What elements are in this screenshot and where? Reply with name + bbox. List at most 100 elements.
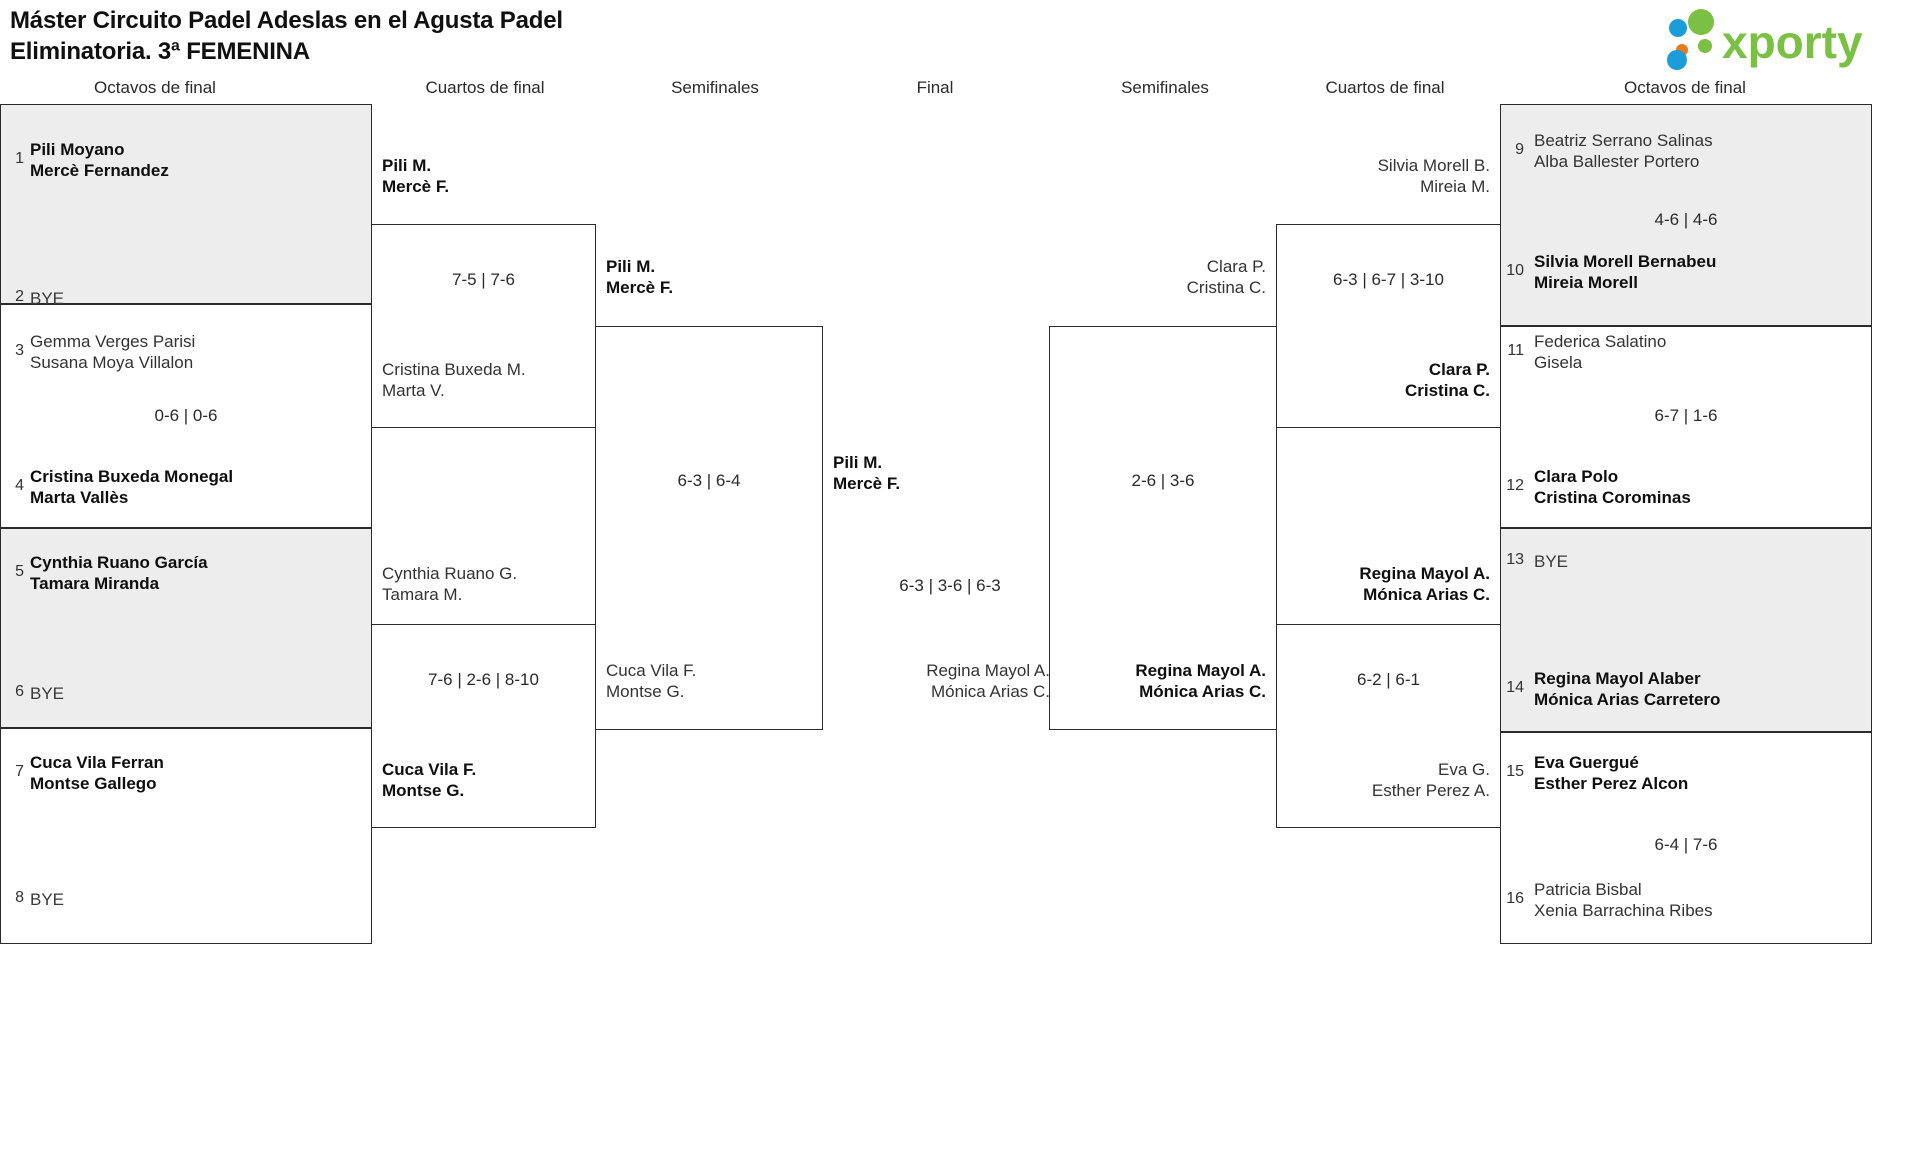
seed-number: 13 bbox=[1506, 551, 1524, 568]
player-1: BYE bbox=[30, 289, 65, 308]
round-header-0: Octavos de final bbox=[94, 78, 216, 97]
team-name: Regina Mayol A. Mónica Arias C. bbox=[1000, 660, 1266, 703]
player-1: Regina Mayol Alaber bbox=[1534, 669, 1701, 688]
player-2: Mónica Arias Carretero bbox=[1534, 690, 1721, 710]
player-2: Mireia Morell bbox=[1534, 273, 1638, 293]
round-header-2: Semifinales bbox=[671, 78, 759, 97]
player-1: Cynthia Ruano García bbox=[30, 553, 208, 572]
team-name: Regina Mayol A. Mónica Arias C. bbox=[1236, 563, 1490, 606]
xporty-logo: xporty bbox=[1656, 8, 1906, 70]
player-1: Eva Guergué bbox=[1534, 753, 1639, 772]
player-1: BYE bbox=[1534, 552, 1569, 571]
seed-number: 16 bbox=[1506, 890, 1524, 907]
team-name: Beatriz Serrano Salinas Alba Ballester P… bbox=[1534, 130, 1713, 173]
player-2: Mónica Arias C. bbox=[930, 682, 1050, 702]
seed-number: 2 bbox=[15, 288, 24, 305]
seed-number: 8 bbox=[15, 889, 24, 906]
match-box-right-1[interactable] bbox=[1500, 104, 1872, 326]
team-name: Silvia Morell Bernabeu Mireia Morell bbox=[1534, 251, 1716, 294]
player-2: Montse G. bbox=[382, 781, 465, 801]
player-2: Tamara Miranda bbox=[30, 574, 160, 594]
team-name: Cynthia Ruano García Tamara Miranda bbox=[30, 552, 208, 595]
player-1: Cuca Vila Ferran bbox=[30, 753, 164, 772]
player-2: Mercè F. bbox=[606, 278, 674, 298]
match-score: 6-7 | 1-6 bbox=[1654, 406, 1718, 425]
team-name: BYE bbox=[30, 288, 64, 309]
match-box-left-3[interactable] bbox=[0, 528, 372, 728]
match-box-left-1[interactable] bbox=[0, 104, 372, 304]
player-2: Tamara M. bbox=[382, 585, 463, 605]
player-2: Mercè F. bbox=[833, 474, 901, 494]
player-1: Pili M. bbox=[606, 257, 656, 276]
match-score: 6-3 | 6-4 bbox=[677, 471, 741, 490]
player-2: Xenia Barrachina Ribes bbox=[1534, 901, 1713, 921]
player-1: Eva G. bbox=[1438, 760, 1490, 779]
seed-number: 6 bbox=[15, 683, 24, 700]
player-1: Pili M. bbox=[833, 453, 883, 472]
player-1: Cynthia Ruano G. bbox=[382, 564, 518, 583]
player-1: Beatriz Serrano Salinas bbox=[1534, 131, 1713, 150]
team-name: Regina Mayol Alaber Mónica Arias Carrete… bbox=[1534, 668, 1720, 711]
player-1: Regina Mayol A. bbox=[1135, 661, 1266, 680]
match-box-right-2[interactable] bbox=[1500, 326, 1872, 528]
player-2: Susana Moya Villalon bbox=[30, 353, 194, 373]
match-score: 2-6 | 3-6 bbox=[1131, 471, 1195, 490]
seed-number: 12 bbox=[1506, 477, 1524, 494]
bracket-arm-right-sf bbox=[1049, 326, 1277, 730]
seed-number: 14 bbox=[1506, 679, 1524, 696]
match-box-right-4[interactable] bbox=[1500, 732, 1872, 944]
player-1: Patricia Bisbal bbox=[1534, 880, 1642, 899]
player-1: Clara P. bbox=[1428, 360, 1490, 379]
player-2: Esther Perez A. bbox=[1371, 781, 1490, 801]
seed-number: 10 bbox=[1506, 262, 1524, 279]
team-name-finalist-left: Pili M. Mercè F. bbox=[833, 452, 900, 495]
player-2: Mireia M. bbox=[1420, 177, 1490, 197]
team-name-finalist-right: Regina Mayol A. Mónica Arias C. bbox=[740, 660, 1050, 703]
seed-number: 3 bbox=[15, 342, 24, 359]
team-name: Pili Moyano Mercè Fernandez bbox=[30, 139, 169, 182]
match-score: 6-2 | 6-1 bbox=[1356, 670, 1420, 689]
team-name: Patricia Bisbal Xenia Barrachina Ribes bbox=[1534, 879, 1713, 922]
round-header-5: Cuartos de final bbox=[1325, 78, 1445, 97]
player-2: Marta V. bbox=[382, 381, 445, 401]
player-1: Pili Moyano bbox=[30, 140, 125, 159]
player-2: Cristina C. bbox=[1186, 278, 1266, 298]
player-2: Marta Vallès bbox=[30, 488, 129, 508]
match-box-left-4[interactable] bbox=[0, 728, 372, 944]
match-box-right-3[interactable] bbox=[1500, 528, 1872, 732]
player-1: BYE bbox=[30, 890, 65, 909]
match-score: 6-4 | 7-6 bbox=[1654, 835, 1718, 854]
seed-number: 15 bbox=[1506, 763, 1524, 780]
team-name: Cuca Vila Ferran Montse Gallego bbox=[30, 752, 164, 795]
player-2: Alba Ballester Portero bbox=[1534, 152, 1700, 172]
seed-number: 11 bbox=[1507, 342, 1524, 359]
team-name: Clara P. Cristina C. bbox=[1236, 359, 1490, 402]
team-name: Pili M. Mercè F. bbox=[382, 155, 449, 198]
match-score: 4-6 | 4-6 bbox=[1654, 210, 1718, 229]
seed-number: 1 bbox=[15, 150, 24, 167]
team-name: Cristina Buxeda Monegal Marta Vallès bbox=[30, 466, 233, 509]
player-1: Silvia Morell Bernabeu bbox=[1534, 252, 1717, 271]
match-score: 0-6 | 0-6 bbox=[154, 406, 218, 425]
player-1: Regina Mayol A. bbox=[1359, 564, 1490, 583]
seed-number: 5 bbox=[15, 563, 24, 580]
team-name: Cuca Vila F. Montse G. bbox=[606, 660, 696, 703]
round-header-1: Cuartos de final bbox=[425, 78, 545, 97]
player-2: Montse Gallego bbox=[30, 774, 157, 794]
player-1: Silvia Morell B. bbox=[1377, 156, 1490, 175]
team-name: Cuca Vila F. Montse G. bbox=[382, 759, 476, 802]
team-name: Cynthia Ruano G. Tamara M. bbox=[382, 563, 517, 606]
player-2: Mónica Arias C. bbox=[1139, 682, 1266, 702]
team-name: BYE bbox=[30, 889, 64, 910]
team-name: Clara P. Cristina C. bbox=[1000, 256, 1266, 299]
team-name: Pili M. Mercè F. bbox=[606, 256, 673, 299]
player-1: Gemma Verges Parisi bbox=[30, 332, 196, 351]
page-title: Máster Circuito Padel Adeslas en el Agus… bbox=[10, 6, 910, 67]
player-2: Esther Perez Alcon bbox=[1534, 774, 1689, 794]
player-1: Regina Mayol A. bbox=[926, 661, 1050, 680]
player-2: Montse G. bbox=[606, 682, 685, 702]
player-2: Mercè F. bbox=[382, 177, 450, 197]
round-header-3: Final bbox=[916, 78, 954, 97]
player-2: Cristina Corominas bbox=[1534, 488, 1691, 508]
player-2: Mónica Arias C. bbox=[1363, 585, 1490, 605]
